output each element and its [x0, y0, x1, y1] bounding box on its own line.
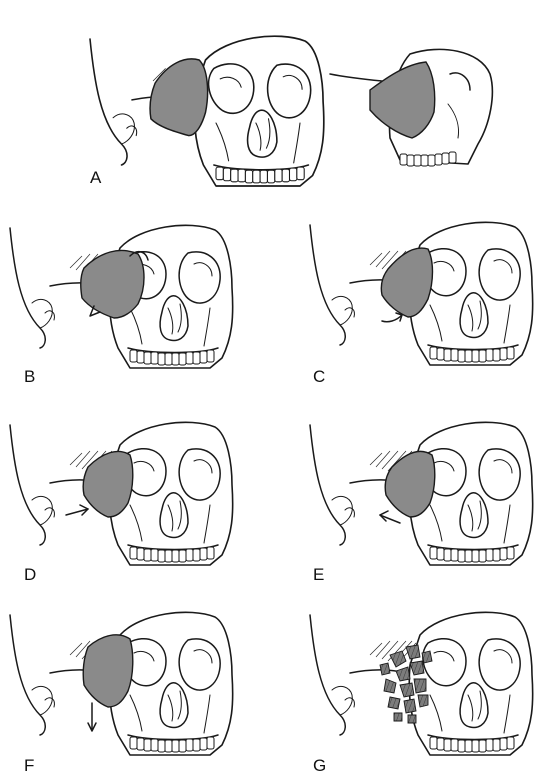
panel-a-oblique-skull — [330, 49, 492, 166]
panel-d-skull — [10, 422, 233, 565]
zygoma-fragment — [83, 451, 133, 517]
panel-label-d: D — [24, 565, 36, 584]
rotation-arrow — [382, 315, 402, 322]
zygoma-fragment — [81, 250, 144, 318]
panel-label-g: G — [313, 756, 326, 775]
zygoma-fragment — [150, 59, 208, 136]
panel-label-b: B — [24, 367, 35, 386]
zygoma-fragment-oblique — [370, 62, 435, 138]
panel-label-f: F — [24, 756, 34, 775]
panel-label-a: A — [90, 168, 102, 187]
panel-label-e: E — [313, 565, 324, 584]
panel-c-skull — [310, 222, 533, 365]
panel-f-skull — [10, 612, 233, 755]
zygoma-fragment — [83, 635, 133, 707]
panel-g-skull — [310, 612, 533, 755]
zygoma-fragment — [385, 451, 435, 517]
panel-e-skull — [310, 422, 533, 565]
panel-a-skull — [90, 36, 324, 186]
panel-b-skull — [10, 225, 233, 368]
panel-label-c: C — [313, 367, 325, 386]
